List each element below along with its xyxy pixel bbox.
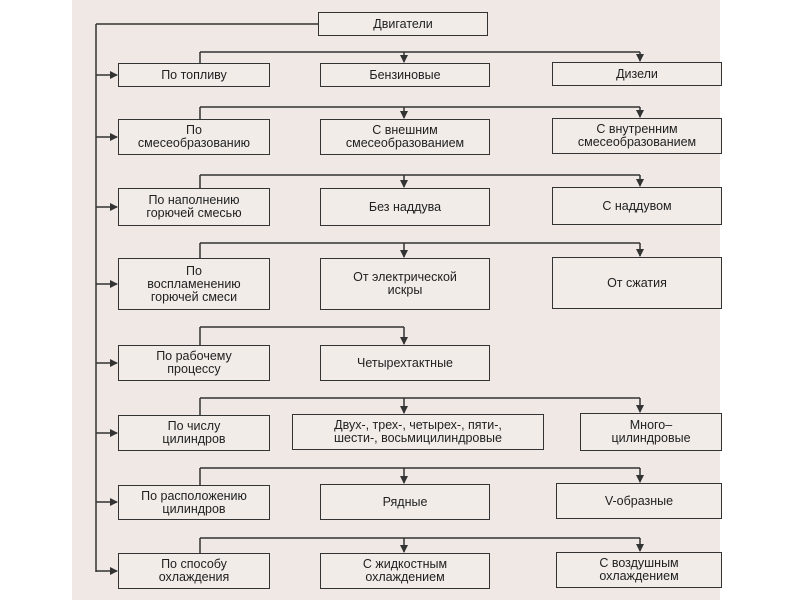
option-label: С наддувом — [602, 198, 672, 213]
category-label: По воспламенению горючей смеси — [147, 263, 241, 304]
option-box-no-boost: Без наддува — [320, 188, 490, 226]
category-box-cooling: По способу охлаждения — [118, 553, 270, 589]
option-box-liquid-cooling: С жидкостным охлаждением — [320, 553, 490, 589]
option-label: С внешним смесеобразованием — [345, 123, 465, 150]
option-box-inline: Рядные — [320, 484, 490, 520]
option-box-external-mixing: С внешним смесеобразованием — [320, 119, 490, 155]
category-label: По наполнению горючей смесью — [146, 193, 242, 220]
root-label: Двигатели — [373, 16, 433, 31]
category-label: По рабочему процессу — [156, 349, 232, 376]
option-box-four-stroke: Четырехтактные — [320, 345, 490, 381]
option-label: От сжатия — [607, 275, 667, 290]
option-label: С внутренним смесеобразованием — [577, 122, 697, 149]
option-label: V-образные — [604, 493, 674, 508]
option-box-compression: От сжатия — [552, 257, 722, 309]
option-label: От электрической искры — [353, 270, 457, 297]
category-label: По способу охлаждения — [158, 557, 230, 584]
option-box-boost: С наддувом — [552, 187, 722, 225]
option-box-spark: От электрической искры — [320, 258, 490, 310]
option-label: С жидкостным охлаждением — [362, 557, 448, 584]
option-box-multi-cylinder: Много– цилиндровые — [580, 413, 722, 451]
root-box: Двигатели — [318, 12, 488, 36]
option-box-v-shaped: V-образные — [556, 483, 722, 519]
option-box-petrol: Бензиновые — [320, 63, 490, 87]
option-label: Без наддува — [368, 199, 442, 214]
category-box-cylinder-layout: По расположению цилиндров — [118, 485, 270, 520]
option-box-two-to-eight-cylinders: Двух-, трех-, четырех-, пяти-, шести-, в… — [292, 414, 544, 450]
category-box-ignition: По воспламенению горючей смеси — [118, 258, 270, 310]
option-label: Рядные — [382, 494, 428, 509]
option-label: С воздушным охлаждением — [599, 556, 679, 583]
category-label: По топливу — [161, 67, 227, 82]
category-label: По смесеобразованию — [137, 123, 251, 150]
option-label: Дизели — [616, 66, 658, 81]
option-label: Четырехтактные — [356, 355, 454, 370]
category-label: По расположению цилиндров — [141, 488, 247, 516]
category-label: По числу цилиндров — [162, 419, 226, 446]
category-box-filling: По наполнению горючей смесью — [118, 188, 270, 226]
option-label: Двух-, трех-, четырех-, пяти-, шести-, в… — [334, 418, 502, 445]
option-box-air-cooling: С воздушным охлаждением — [556, 552, 722, 588]
category-box-work-process: По рабочему процессу — [118, 345, 270, 381]
category-box-fuel: По топливу — [118, 63, 270, 87]
option-box-internal-mixing: С внутренним смесеобразованием — [552, 118, 722, 154]
category-box-cylinder-count: По числу цилиндров — [118, 415, 270, 451]
option-label: Бензиновые — [369, 67, 441, 82]
option-label: Много– цилиндровые — [611, 418, 691, 445]
category-box-mixture: По смесеобразованию — [118, 119, 270, 155]
option-box-diesel: Дизели — [552, 62, 722, 86]
